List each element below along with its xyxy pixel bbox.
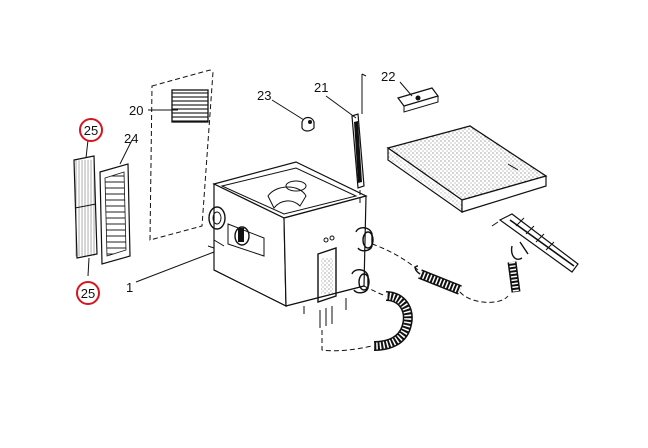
- label-24: 24: [124, 131, 138, 146]
- part-25-filter: [73, 139, 98, 277]
- leader-25-bottom: [87, 257, 90, 277]
- highlight-circle-25-top: [79, 118, 103, 142]
- leader-22: [399, 81, 413, 97]
- part-22-bracket: [397, 81, 439, 113]
- leader-24: [119, 139, 133, 165]
- hose-coil-lower: [321, 285, 413, 352]
- part-21-rod: [325, 73, 367, 206]
- leader-21: [325, 95, 357, 119]
- part-24-grille: [99, 139, 133, 265]
- label-21: 21: [314, 80, 328, 95]
- label-22: 22: [381, 69, 395, 84]
- wall-vent-grille: [171, 89, 209, 123]
- part-1-housing: [135, 161, 374, 328]
- label-23: 23: [257, 88, 271, 103]
- label-25-bottom: 25: [81, 286, 95, 301]
- leader-25-top: [85, 139, 89, 159]
- part-23-clip: [271, 99, 315, 132]
- leader-1: [135, 251, 215, 283]
- leader-23: [271, 99, 305, 121]
- part-20-wall-panel: [148, 69, 214, 241]
- highlight-circle-25-bottom: [76, 281, 100, 305]
- label-20: 20: [129, 103, 143, 118]
- label-1: 1: [126, 280, 133, 295]
- nozzle-tool: [491, 213, 579, 273]
- hose-coil-upper: [371, 243, 521, 303]
- foam-pad: [386, 125, 548, 214]
- label-25-top: 25: [84, 123, 98, 138]
